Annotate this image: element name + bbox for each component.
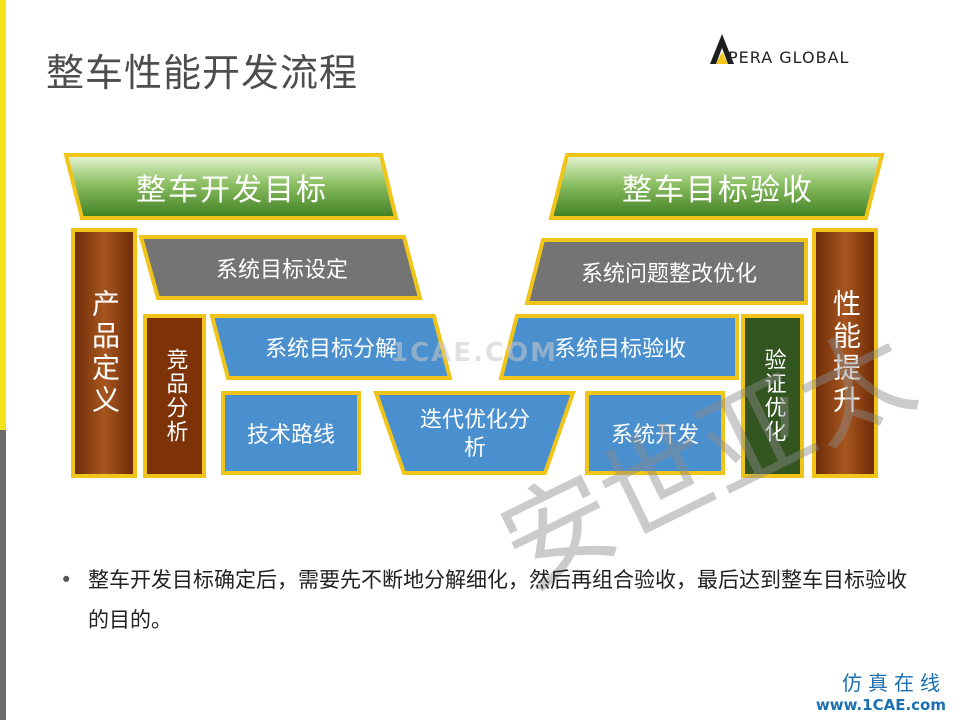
box-sys-issue-fix [524, 238, 808, 305]
box-top-right [548, 153, 885, 220]
box-tech-route [221, 391, 361, 475]
box-left-outer [71, 228, 137, 478]
pera-global-logo [710, 34, 734, 64]
box-sys-target-accept [498, 314, 739, 380]
left-accent-bar-yellow [0, 0, 6, 430]
box-sys-target-set [138, 235, 423, 300]
left-accent-bar-gray [0, 430, 6, 720]
footer-watermark: 仿真在线 www.1CAE.com [816, 667, 946, 714]
box-sys-target-decomp [209, 314, 453, 380]
page-title: 整车性能开发流程 [46, 51, 359, 95]
bullet-text: 整车开发目标确定后，需要先不断地分解细化，然后再组合验收，最后达到整车目标验收的… [88, 568, 907, 632]
footer-watermark-url: www.1CAE.com [815, 696, 946, 714]
box-iter-optim [373, 391, 576, 475]
watermark-site: 1CAE.COM [390, 338, 558, 368]
bullet-dot: • [60, 568, 73, 592]
box-sys-dev [585, 391, 725, 475]
box-right-inner [741, 314, 804, 478]
box-left-inner [143, 314, 206, 478]
box-top-left [63, 153, 399, 220]
box-right-outer [812, 228, 878, 478]
footer-watermark-cn: 仿真在线 [842, 671, 946, 695]
bullet-paragraph: • 整车开发目标确定后，需要先不断地分解细化，然后再组合验收，最后达到整车目标验… [60, 560, 920, 640]
logo-text: PERA GLOBAL [728, 48, 850, 67]
